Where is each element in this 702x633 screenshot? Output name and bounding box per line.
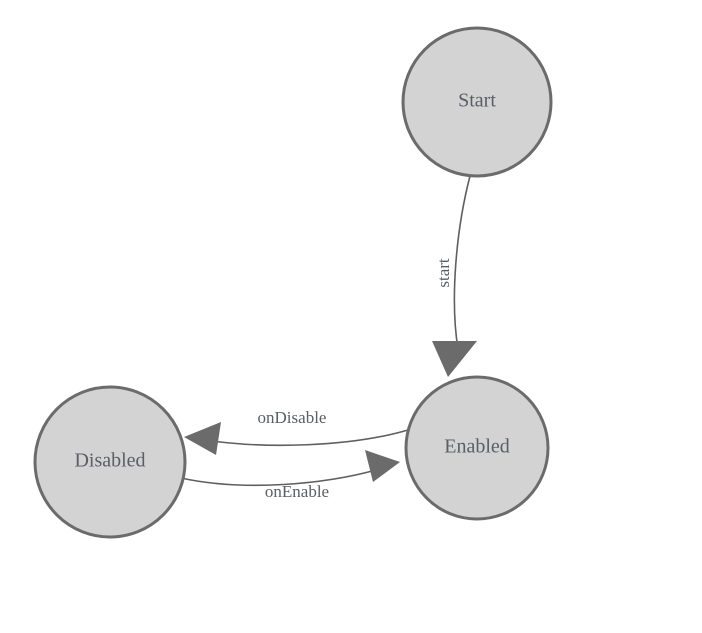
edge-label-ondisable: onDisable bbox=[258, 408, 327, 427]
edge-start-to-enabled[interactable] bbox=[432, 175, 477, 377]
state-node-circle-enabled bbox=[404, 375, 550, 521]
state-node-start[interactable]: Start bbox=[401, 26, 553, 178]
edge-line-start-to-enabled bbox=[453, 175, 471, 350]
state-node-label-start: Start bbox=[458, 90, 496, 112]
state-node-label-disabled: Disabled bbox=[74, 450, 145, 472]
edge-disabled-to-enabled[interactable] bbox=[180, 450, 400, 487]
state-node-label-enabled: Enabled bbox=[444, 436, 510, 458]
arrowhead-icon-enabled-to-disabled bbox=[184, 422, 221, 455]
state-node-circle-start bbox=[401, 26, 553, 178]
state-node-circle-disabled bbox=[33, 385, 187, 539]
edge-label-onenable: onEnable bbox=[265, 482, 329, 501]
arrowhead-icon-start-to-enabled bbox=[432, 341, 477, 377]
state-node-enabled[interactable]: Enabled bbox=[404, 375, 550, 521]
arrowhead-icon-disabled-to-enabled bbox=[365, 450, 400, 482]
edge-line-disabled-to-enabled bbox=[180, 469, 377, 487]
edge-label-start: start bbox=[434, 258, 453, 288]
edge-enabled-to-disabled[interactable] bbox=[184, 422, 409, 455]
state-node-disabled[interactable]: Disabled bbox=[33, 385, 187, 539]
edge-line-enabled-to-disabled bbox=[204, 429, 409, 447]
